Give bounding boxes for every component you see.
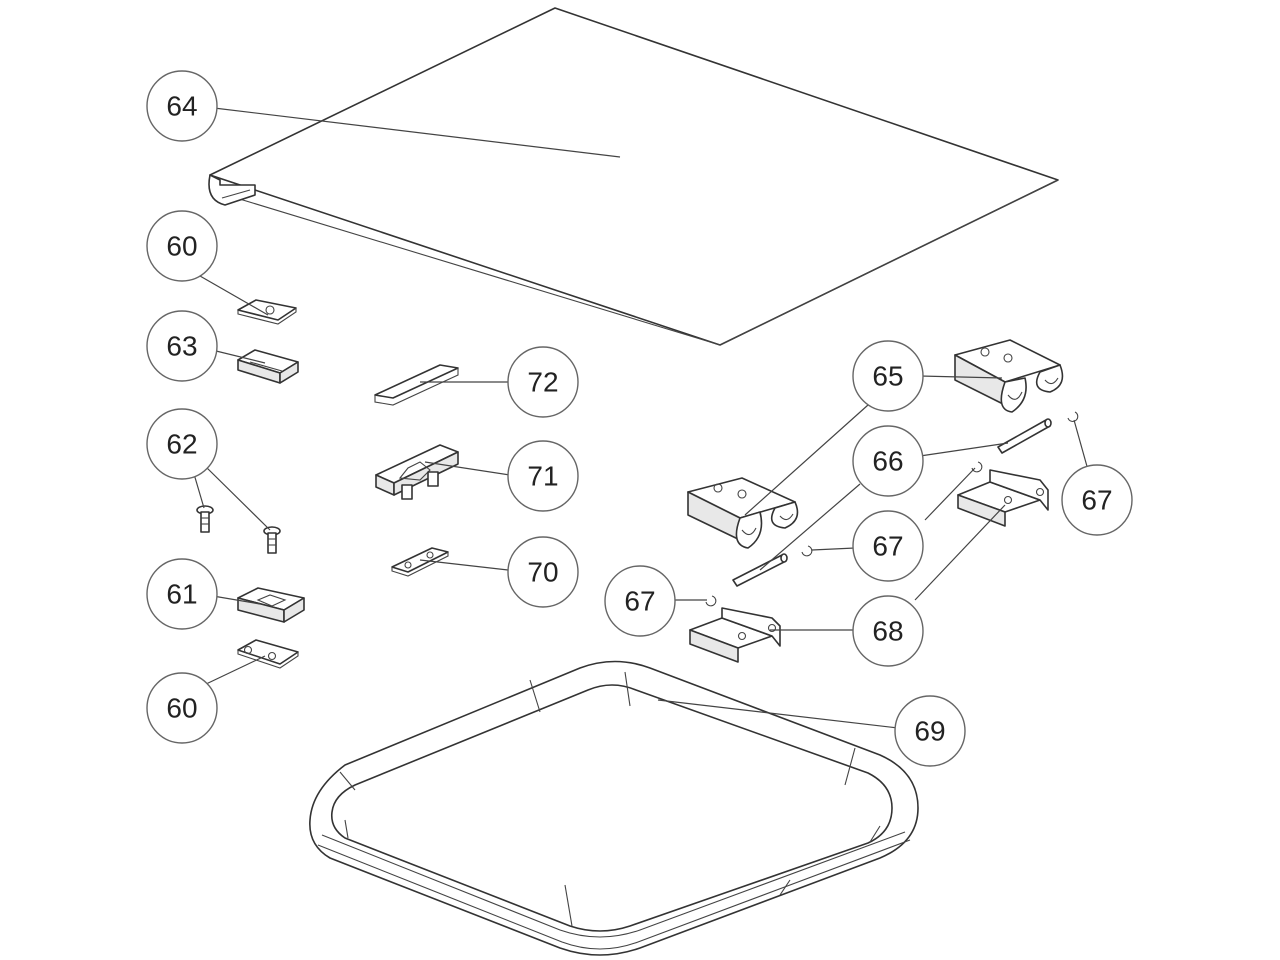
- leader-63: [211, 349, 266, 364]
- callout-69: 69: [894, 695, 966, 767]
- leader-65-upper: [919, 375, 1003, 379]
- callout-67-right-label: 67: [1081, 485, 1112, 516]
- leader-67-middle: [924, 467, 976, 521]
- leader-60-lower: [203, 655, 266, 686]
- part-65-hinge-lower: [687, 477, 799, 549]
- callout-61-label: 61: [166, 579, 197, 610]
- callout-71-label: 71: [527, 461, 558, 492]
- leader-61: [212, 595, 261, 605]
- callout-63: 63: [146, 310, 218, 382]
- callout-61: 61: [146, 558, 218, 630]
- callout-70-label: 70: [527, 557, 558, 588]
- callout-64: 64: [146, 70, 218, 142]
- callout-70: 70: [507, 536, 579, 608]
- leader-66-upper: [919, 442, 1009, 457]
- part-61-catch-block: [237, 587, 305, 623]
- leader-lines: [193, 107, 1089, 729]
- part-67-clip-a: [1067, 411, 1079, 422]
- part-64-lid-panel: [208, 7, 1059, 346]
- callout-65: 65: [852, 340, 924, 412]
- leader-71: [424, 461, 511, 476]
- leader-65-lower: [744, 404, 869, 516]
- callout-65-label: 65: [872, 361, 903, 392]
- callout-72-label: 72: [527, 367, 558, 398]
- callout-63-label: 63: [166, 331, 197, 362]
- callout-67-middle: 67: [852, 510, 924, 582]
- part-66-pin-lower: [732, 553, 788, 587]
- part-69-frame-ring: [309, 660, 919, 956]
- leader-66-lower: [759, 483, 861, 571]
- callout-67-left-label: 67: [624, 586, 655, 617]
- callout-67-left: 67: [604, 565, 676, 637]
- part-67-clip-d: [705, 595, 717, 607]
- callout-60-lower-label: 60: [166, 693, 197, 724]
- leader-64: [213, 107, 621, 158]
- part-72-strip: [374, 364, 459, 406]
- part-60-plate-lower: [237, 639, 299, 669]
- callout-68-label: 68: [872, 616, 903, 647]
- callout-69-label: 69: [914, 716, 945, 747]
- part-68-bracket-lower: [689, 607, 781, 663]
- callout-68: 68: [852, 595, 924, 667]
- callout-60-upper-label: 60: [166, 231, 197, 262]
- part-62-screw-left: [196, 505, 214, 533]
- callout-62-label: 62: [166, 429, 197, 460]
- callout-66: 66: [852, 425, 924, 497]
- part-67-clip-c: [801, 545, 813, 557]
- part-71-latch-assembly: [375, 444, 459, 500]
- leader-62-left: [193, 473, 205, 509]
- callout-67-middle-label: 67: [872, 531, 903, 562]
- callout-66-label: 66: [872, 446, 903, 477]
- part-63-latch-block: [237, 349, 299, 384]
- part-60-plate-upper: [237, 299, 297, 325]
- leader-62-right: [203, 464, 271, 531]
- leader-69: [657, 699, 899, 729]
- callout-72: 72: [507, 346, 579, 418]
- callout-62: 62: [146, 408, 218, 480]
- leader-67-upper: [1073, 419, 1089, 471]
- callout-67-right: 67: [1061, 464, 1133, 536]
- leader-68-upper: [914, 504, 1006, 601]
- part-65-hinge-upper: [954, 339, 1064, 413]
- leader-60-upper: [199, 275, 269, 316]
- callout-60-lower: 60: [146, 672, 218, 744]
- part-62-screw-right: [263, 526, 281, 554]
- callout-60-upper: 60: [146, 210, 218, 282]
- callout-71: 71: [507, 440, 579, 512]
- callout-64-label: 64: [166, 91, 197, 122]
- part-66-pin-upper: [997, 418, 1052, 454]
- leader-67-center: [811, 547, 856, 551]
- leader-70: [419, 559, 509, 571]
- part-68-bracket-upper: [957, 469, 1049, 527]
